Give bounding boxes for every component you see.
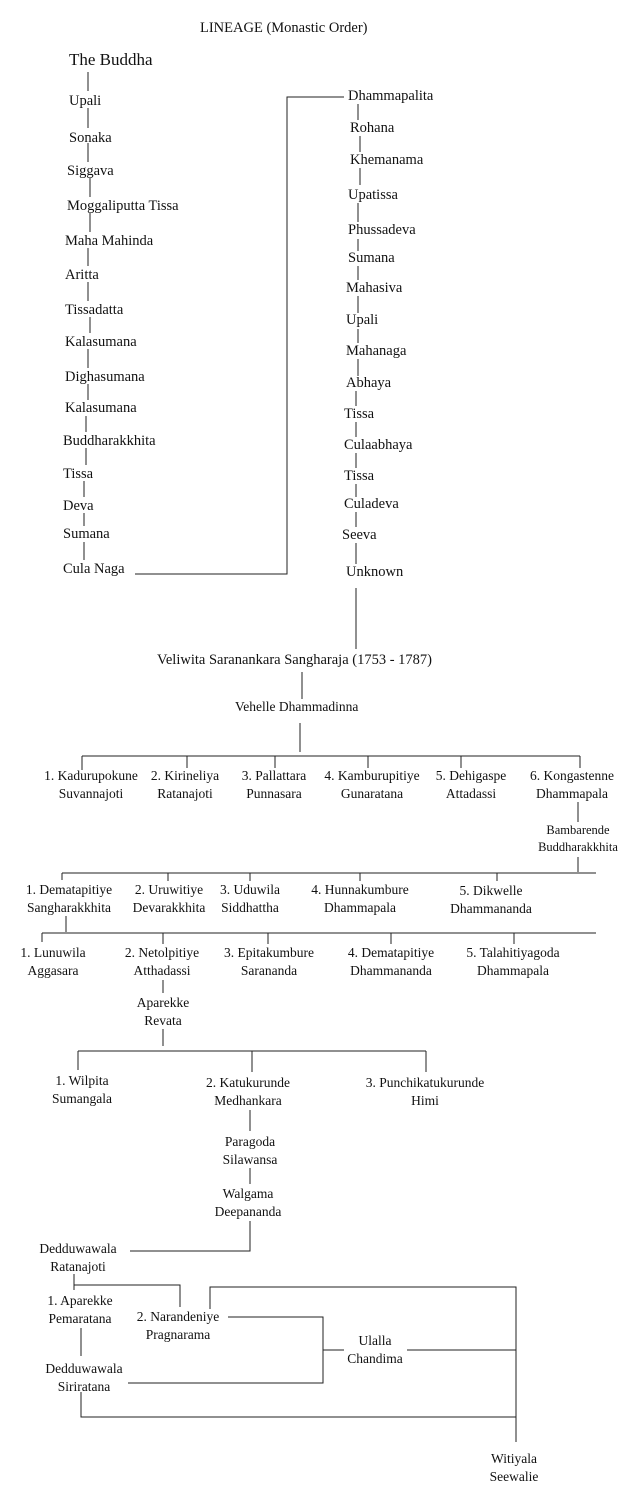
column2-node: Khemanama (350, 152, 424, 168)
unknown-node: Unknown (346, 564, 404, 580)
column2-node: Tissa (344, 406, 375, 422)
column2-node: Mahanaga (346, 343, 407, 359)
column1-node: Kalasumana (65, 334, 137, 350)
column2-node: Phussadeva (348, 222, 416, 238)
column2-node: Culaabhaya (344, 437, 413, 453)
column1-node: Dighasumana (65, 369, 145, 385)
column1-node: Siggava (67, 163, 114, 179)
column2-node: Seeva (342, 527, 377, 543)
column1-node: Sonaka (69, 130, 112, 146)
column2-node: Mahasiva (346, 280, 403, 296)
dhammapalita-node: Dhammapalita (348, 88, 434, 104)
column2-node: Sumana (348, 250, 395, 266)
column2-node: Rohana (350, 120, 395, 136)
column1-node: Aritta (65, 267, 99, 283)
sangharaja-node: Veliwita Saranankara Sangharaja (1753 - … (157, 652, 432, 668)
diagram-title: LINEAGE (Monastic Order) (200, 20, 368, 36)
column1-node: Kalasumana (65, 400, 137, 416)
column2-node: Upatissa (348, 187, 398, 203)
the-buddha-node: The Buddha (69, 50, 153, 69)
column2-node: Culadeva (344, 496, 399, 512)
column1-node: Maha Mahinda (65, 233, 154, 249)
column2-node: Tissa (344, 468, 375, 484)
column1-node: Sumana (63, 526, 110, 542)
column2-node: Abhaya (346, 375, 392, 391)
column1-node: Upali (69, 93, 102, 109)
column1-node: Moggaliputta Tissa (67, 198, 179, 214)
column1-node: Deva (63, 498, 94, 514)
cula-naga-node: Cula Naga (63, 561, 125, 577)
column1-node: Tissa (63, 466, 94, 482)
column1-node: Tissadatta (65, 302, 124, 318)
vehelle-node: Vehelle Dhammadinna (235, 699, 359, 714)
column2-node: Upali (346, 312, 379, 328)
column1-node: Buddharakkhita (63, 433, 156, 449)
